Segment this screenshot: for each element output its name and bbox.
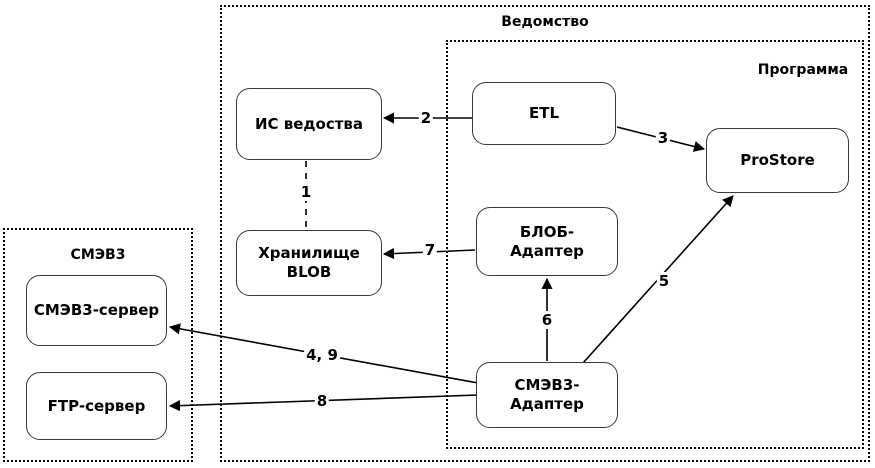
zone-label-programma: Программа bbox=[757, 62, 849, 78]
node-hranilische-blob[interactable]: Хранилище BLOB bbox=[236, 230, 382, 296]
edge-label-edge-5: 5 bbox=[656, 272, 672, 290]
node-is-vedostva[interactable]: ИС ведоства bbox=[236, 88, 382, 160]
node-smev3-server[interactable]: СМЭВ3-сервер bbox=[26, 275, 167, 346]
zone-label-vedomstvo: Ведомство bbox=[501, 14, 589, 30]
edge-label-edge-8: 8 bbox=[314, 392, 330, 410]
zone-programma bbox=[446, 40, 864, 449]
node-etl[interactable]: ETL bbox=[472, 82, 616, 145]
edge-label-edge-7: 7 bbox=[422, 241, 438, 259]
zone-label-smev3: СМЭВ3 bbox=[70, 247, 126, 263]
node-blob-adapter[interactable]: БЛОБ-Адаптер bbox=[476, 207, 618, 276]
node-prostore[interactable]: ProStore bbox=[706, 128, 849, 193]
edge-label-edge-3: 3 bbox=[655, 129, 671, 147]
edge-label-edge-2: 2 bbox=[418, 109, 434, 127]
edge-label-edge-6: 6 bbox=[539, 311, 555, 329]
edge-label-edge-4-9: 4, 9 bbox=[304, 346, 340, 364]
edge-label-edge-1: 1 bbox=[298, 183, 314, 201]
node-smev3-adapter[interactable]: СМЭВ3- Адаптер bbox=[476, 362, 618, 428]
zone-vedomstvo bbox=[220, 5, 870, 462]
node-ftp-server[interactable]: FTP-сервер bbox=[26, 372, 167, 440]
